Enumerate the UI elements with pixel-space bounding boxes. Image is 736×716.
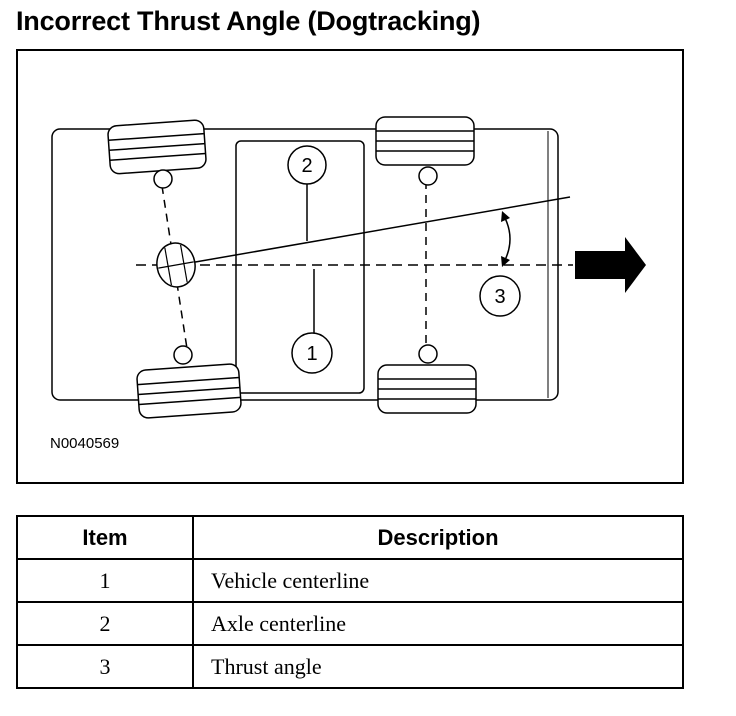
- thrust-line: [177, 196, 571, 266]
- callout-2-circle: [287, 145, 327, 185]
- direction-arrow: [575, 237, 646, 293]
- callout-3-circle: [479, 275, 521, 317]
- page-title: Incorrect Thrust Angle (Dogtracking): [16, 6, 481, 36]
- table-row: 1 Vehicle centerline: [16, 558, 684, 603]
- thrust-angle-arc: [504, 217, 511, 261]
- row-item: 3: [16, 644, 194, 689]
- front-left-tire: [375, 116, 475, 166]
- row-description: Axle centerline: [192, 601, 684, 646]
- arc-arrow-bottom: [501, 256, 510, 267]
- row-description: Vehicle centerline: [192, 558, 684, 603]
- callout-1-circle: [291, 332, 333, 374]
- legend-table: Item Description 1 Vehicle centerline 2 …: [16, 515, 684, 689]
- arc-arrow-top: [501, 211, 510, 222]
- differential: [156, 242, 196, 288]
- callout-3-label: 3: [494, 286, 505, 308]
- table-row: 2 Axle centerline: [16, 601, 684, 646]
- callout-1-label: 1: [306, 343, 317, 365]
- rear-right-tire: [136, 363, 242, 419]
- table-header-row: Item Description: [16, 515, 684, 560]
- front-left-hub: [418, 166, 438, 186]
- diagram-frame: 2 1 3 N0040569: [16, 49, 684, 484]
- header-item: Item: [16, 515, 194, 560]
- row-item: 2: [16, 601, 194, 646]
- rear-left-hub: [153, 169, 173, 189]
- center-frame: [235, 140, 365, 394]
- front-right-tire: [377, 364, 477, 414]
- rear-left-tire: [107, 119, 207, 175]
- front-right-hub: [418, 344, 438, 364]
- figure-id: N0040569: [50, 435, 120, 452]
- table-row: 3 Thrust angle: [16, 644, 684, 689]
- header-description: Description: [192, 515, 684, 560]
- callout-2-label: 2: [301, 155, 312, 177]
- row-description: Thrust angle: [192, 644, 684, 689]
- rear-right-hub: [173, 345, 193, 365]
- dogtracking-diagram: 2 1 3: [51, 116, 646, 419]
- row-item: 1: [16, 558, 194, 603]
